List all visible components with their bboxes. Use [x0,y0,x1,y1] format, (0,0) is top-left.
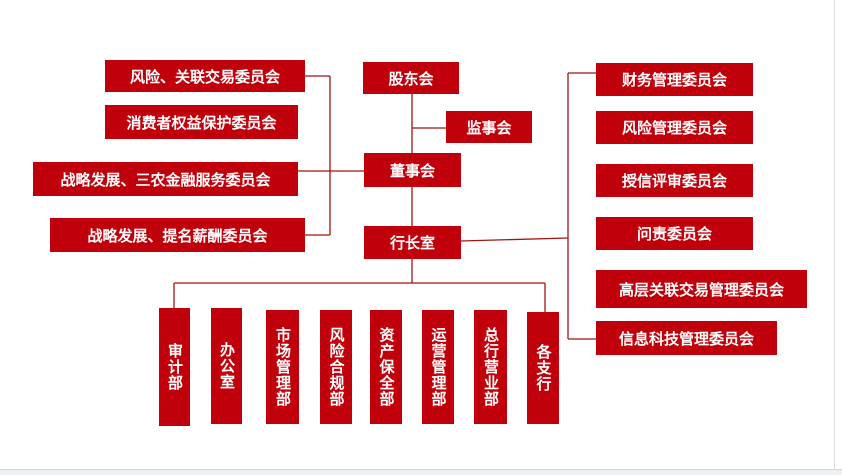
credit-review-committee: 授信评审委员会 [596,164,753,197]
strategy-agri-finance-committee: 战略发展、三农金融服务委员会 [33,162,298,196]
department-operations: 运营管理部 [422,310,454,424]
senior-related-transaction-committee: 高层关联交易管理委员会 [596,270,807,308]
department-branches: 各支行 [527,312,559,424]
risk-related-transaction-committee: 风险、关联交易委员会 [105,60,305,92]
department-office: 办公室 [211,308,242,424]
right-bracket-link [460,237,569,242]
president-office-node: 行长室 [364,226,461,259]
department-market-management: 市场管理部 [266,310,299,424]
supervisors-node: 监事会 [446,111,532,143]
shareholders-node: 股东会 [363,62,459,94]
finance-management-committee: 财务管理委员会 [596,63,753,96]
strategy-nomination-committee: 战略发展、提名薪酬委员会 [50,218,305,252]
department-asset-preservation: 资产保全部 [370,310,402,424]
it-management-committee: 信息科技管理委员会 [596,321,777,355]
department-audit: 审计部 [159,308,190,426]
window-edge-right [834,0,835,474]
consumer-protection-committee: 消费者权益保护委员会 [105,105,298,139]
risk-management-committee: 风险管理委员会 [596,111,753,144]
accountability-committee: 问责委员会 [596,217,753,250]
board-node: 董事会 [364,153,461,187]
department-head-office-business: 总行营业部 [474,310,507,424]
department-risk-compliance: 风险合规部 [320,310,352,424]
window-edge-bottom [0,469,842,475]
